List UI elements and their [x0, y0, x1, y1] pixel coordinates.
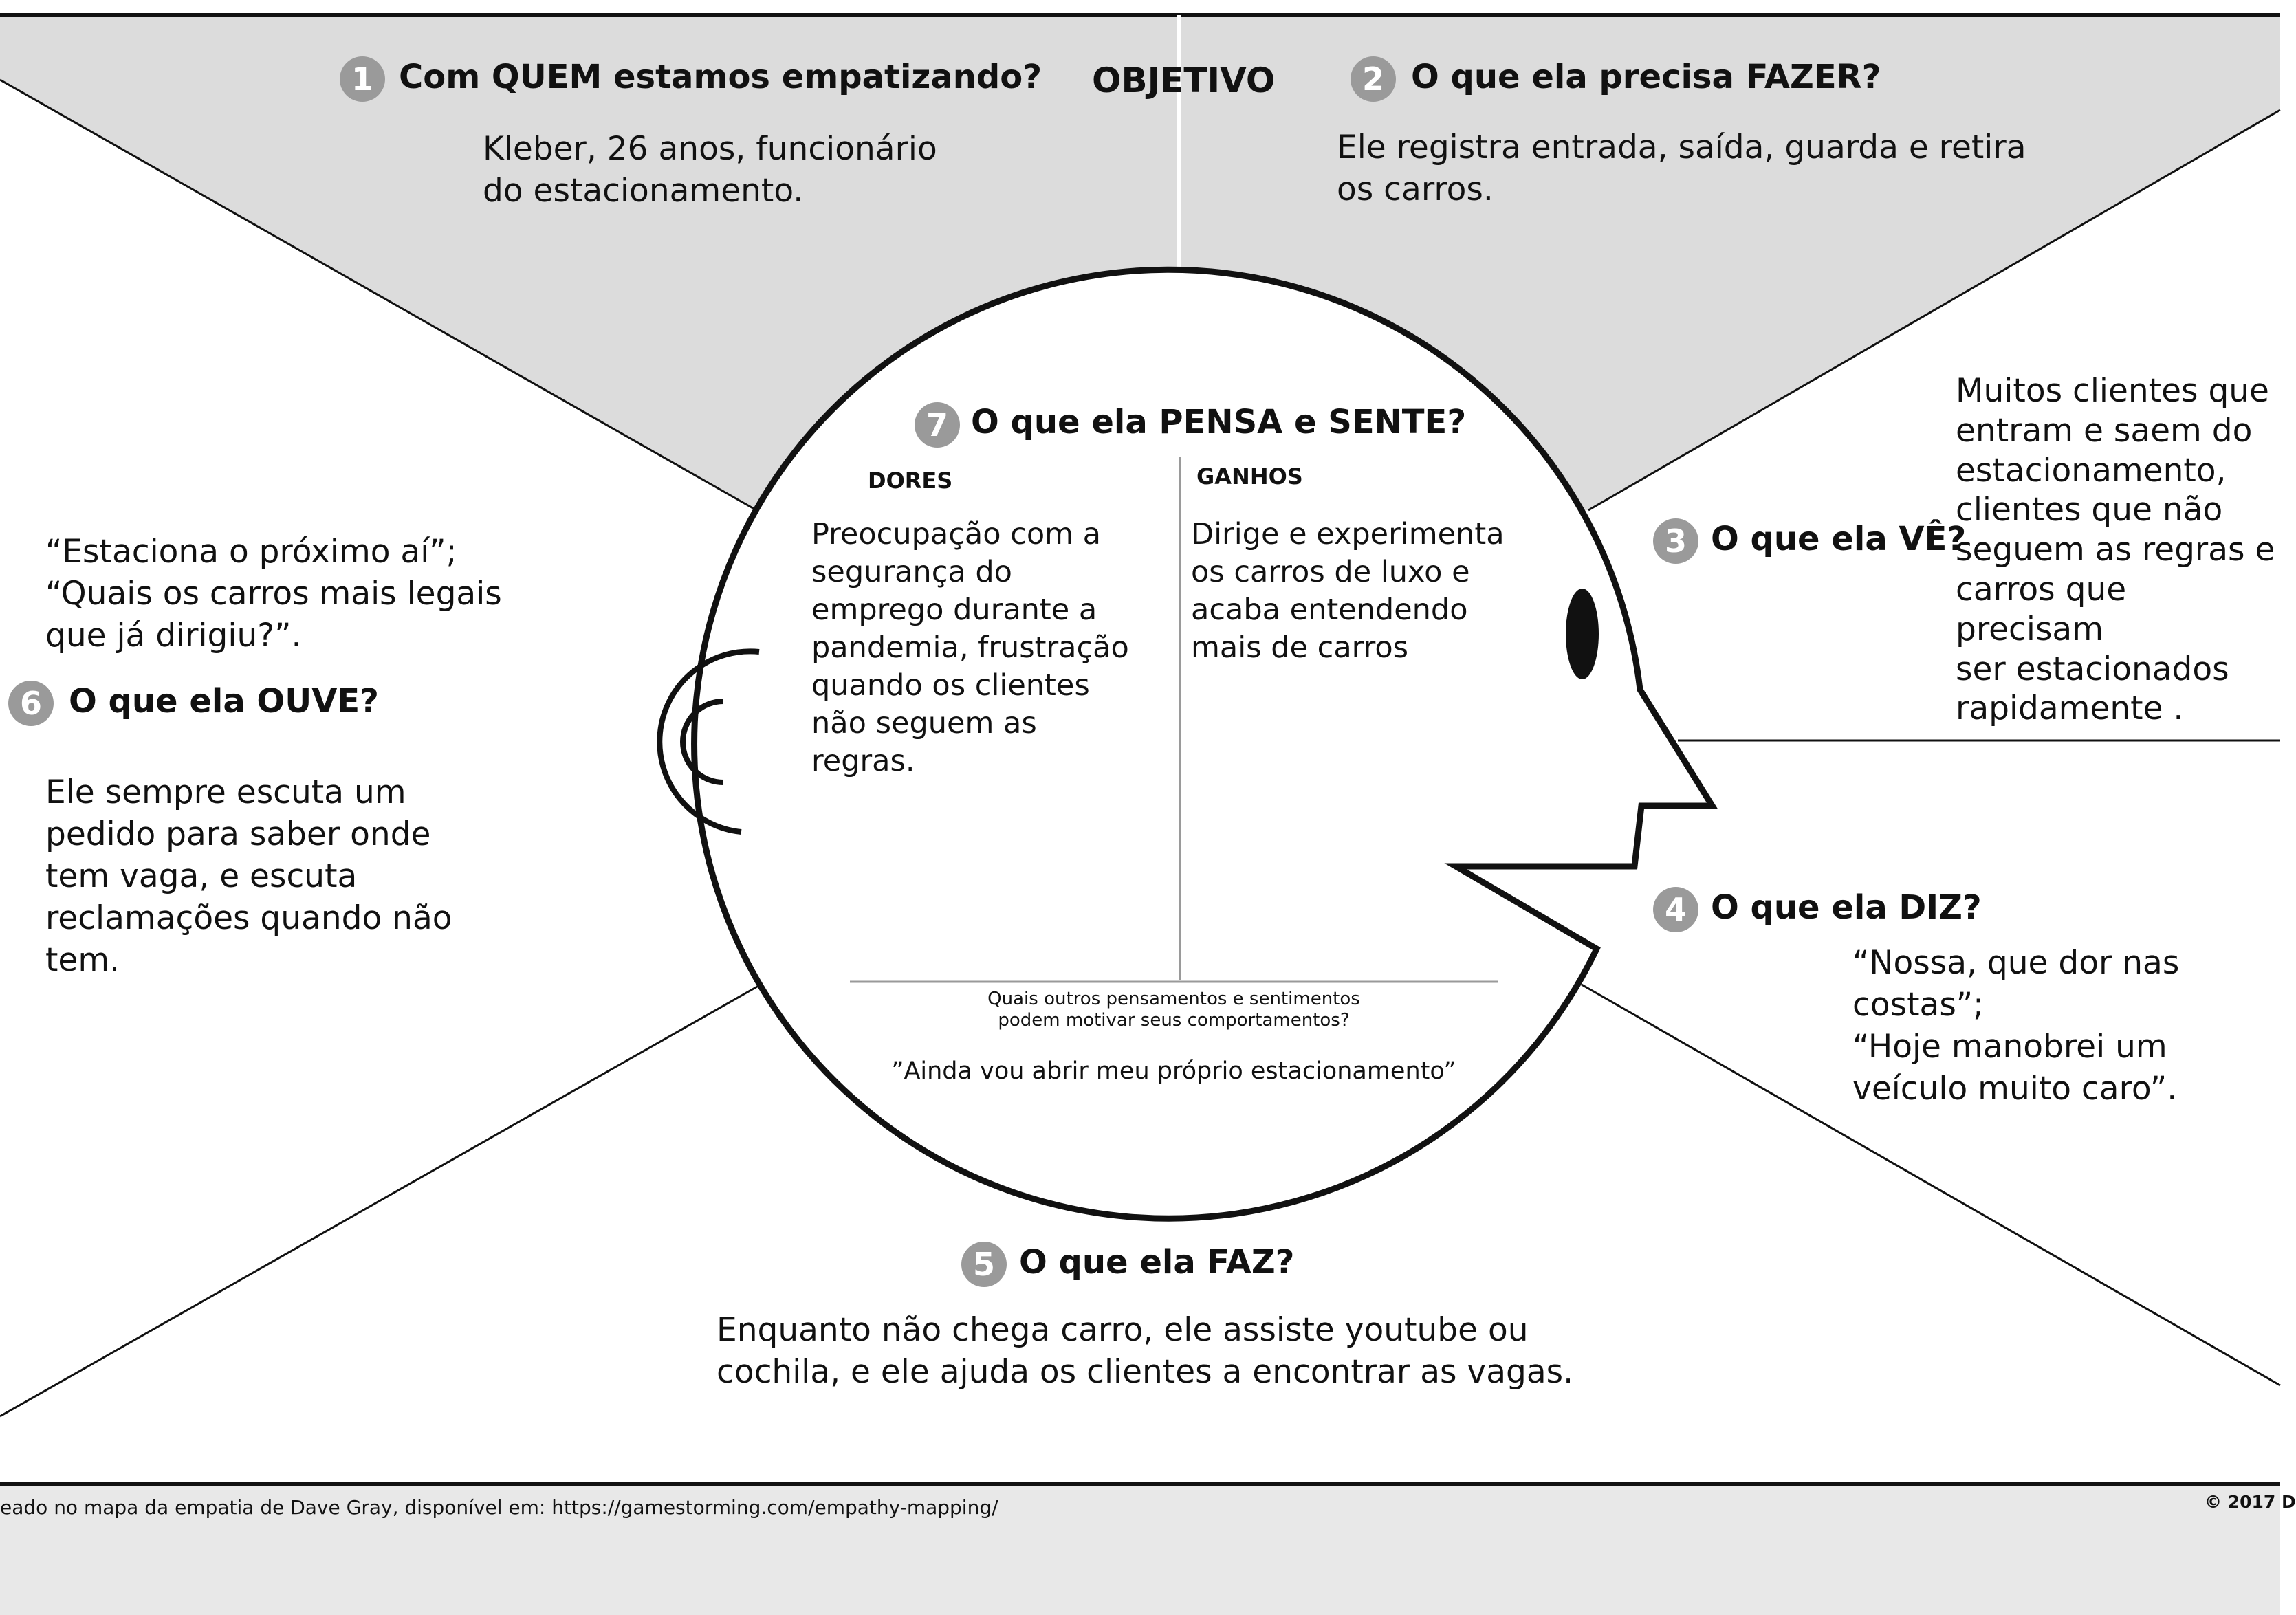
diagonal-bottom-left	[0, 982, 764, 1418]
other-thoughts-text: ”Ainda vou abrir meu próprio estacioname…	[891, 1057, 1456, 1085]
pains-label: DORES	[868, 468, 953, 494]
ear-inner	[680, 699, 724, 785]
section-1-heading: Com QUEM estamos empatizando?	[399, 58, 1042, 96]
diagonal-top-left	[0, 78, 757, 512]
section-3-text: Muitos clientes que entram e saem do est…	[1956, 372, 2275, 728]
section-4-heading: O que ela DIZ?	[1711, 888, 1982, 927]
footer-copyright: © 2017 D	[2205, 1492, 2296, 1512]
section-5-badge: 5	[961, 1242, 1007, 1287]
section-2-badge: 2	[1351, 56, 1396, 102]
diagonal-top-right	[1588, 109, 2281, 512]
section-6-heading: O que ela OUVE?	[69, 682, 379, 721]
section-7-heading: O que ela PENSA e SENTE?	[971, 403, 1467, 441]
section-2-text: Ele registra entrada, saída, guarda e re…	[1337, 129, 2026, 209]
section-4-badge: 4	[1653, 887, 1698, 932]
footer-credit: eado no mapa da empatia de Dave Gray, di…	[0, 1496, 998, 1519]
objective-shaded-area	[0, 15, 2280, 510]
diagonal-bottom-right	[1581, 983, 2281, 1387]
gains-label: GANHOS	[1196, 463, 1303, 490]
eye	[1566, 589, 1599, 679]
other-thoughts-prompt: Quais outros pensamentos e sentimentos p…	[987, 989, 1360, 1031]
section-4-text: “Nossa, que dor nas costas”; “Hoje manob…	[1852, 944, 2180, 1108]
section-3-badge: 3	[1653, 518, 1698, 564]
section-1-badge: 1	[340, 56, 385, 102]
section-6-badge: 6	[8, 681, 54, 726]
section-6-text: Ele sempre escuta um pedido para saber o…	[45, 773, 452, 980]
section-3-heading: O que ela VÊ?	[1711, 520, 1967, 558]
ear-outer	[657, 648, 760, 835]
section-5-heading: O que ela FAZ?	[1019, 1243, 1295, 1282]
section-1-text: Kleber, 26 anos, funcionário do estacion…	[483, 130, 937, 210]
section-6-quote: “Estaciona o próximo aí”; “Quais os carr…	[45, 533, 502, 655]
section-7-badge: 7	[915, 402, 960, 448]
footer-background	[0, 1484, 2280, 1615]
section-5-text: Enquanto não chega carro, ele assiste yo…	[717, 1311, 1574, 1392]
section-2-heading: O que ela precisa FAZER?	[1411, 58, 1881, 96]
objective-title: OBJETIVO	[1092, 61, 1276, 100]
gains-text: Dirige e experimenta os carros de luxo e…	[1191, 517, 1505, 666]
pains-text: Preocupação com a segurança do emprego d…	[811, 517, 1129, 779]
